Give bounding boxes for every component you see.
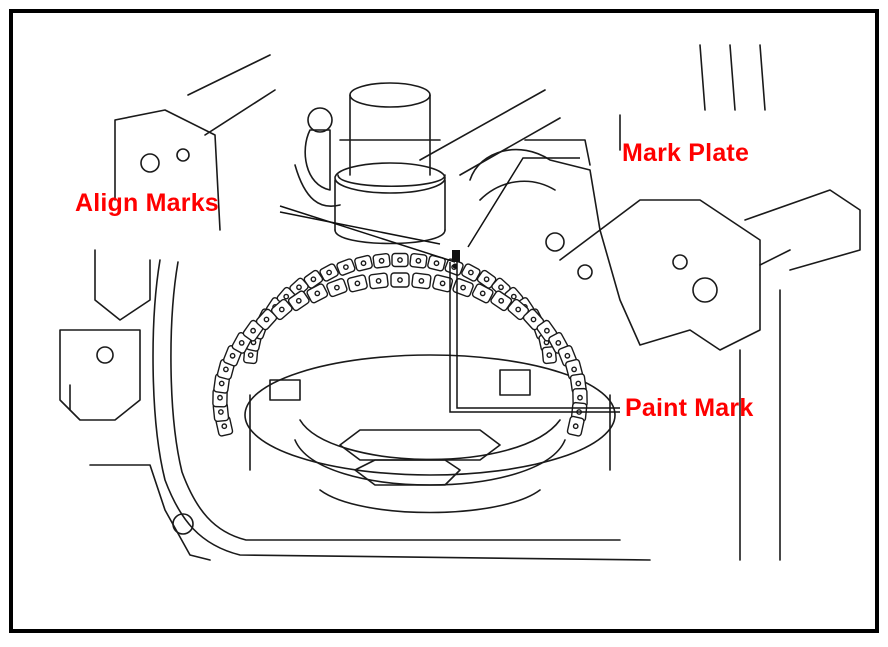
chain-pin — [378, 257, 385, 264]
chain-pin — [515, 306, 522, 313]
chain-pin — [375, 277, 382, 284]
chain-pin — [530, 316, 537, 323]
paint-mark-label: Paint Mark — [625, 394, 754, 422]
chain-pin — [544, 327, 550, 334]
chain-pin — [360, 260, 367, 267]
chain-pin — [263, 316, 270, 323]
chain-pin — [546, 352, 553, 358]
chain-pin — [314, 290, 321, 297]
chain-pin — [247, 352, 254, 358]
chain-pin — [326, 269, 332, 276]
align-marks-label: Align Marks — [75, 189, 219, 217]
chain-pin — [483, 276, 490, 283]
chain-pin — [310, 276, 317, 283]
paint-mark-leader-lower — [449, 262, 620, 413]
chain-pin — [229, 352, 236, 359]
chain-pin — [555, 339, 562, 346]
chain-pin — [577, 394, 583, 401]
chain-pin — [479, 290, 486, 297]
chain-pin — [283, 293, 290, 300]
chain-pin — [217, 409, 224, 415]
chain-pin — [467, 269, 474, 276]
chain-pin — [217, 394, 223, 401]
diagram-frame — [9, 9, 879, 633]
chain-pin — [296, 284, 302, 291]
chain-pin — [238, 339, 245, 346]
chain-pin — [222, 366, 229, 373]
chain-pin — [354, 280, 361, 287]
chain-pin — [397, 277, 403, 283]
mark-plate-icon — [452, 250, 460, 262]
mark-plate-label: Mark Plate — [622, 139, 750, 167]
chain-pin — [333, 284, 340, 291]
chain-pin — [510, 293, 517, 300]
mark-plate-leader — [467, 157, 580, 248]
chain-pin — [397, 257, 403, 263]
chain-pin — [439, 280, 446, 287]
chain-pin — [295, 297, 302, 304]
paint-mark-leader-upper — [456, 262, 620, 409]
chain-pin — [342, 264, 349, 270]
chain-pin — [498, 284, 504, 291]
chain-pin — [572, 423, 579, 430]
engine-line-art — [59, 44, 861, 561]
chain-pin — [460, 284, 466, 291]
timing-chain — [212, 252, 588, 437]
chain-pin — [433, 260, 440, 267]
chain-pin — [218, 380, 225, 387]
chain-pin — [564, 352, 571, 359]
callout-leaders — [279, 157, 620, 413]
chain-pin — [575, 380, 582, 387]
chain-pin — [278, 306, 285, 313]
chain-pin — [498, 297, 505, 304]
chain-pin — [221, 423, 228, 430]
align-marks-leader-lower — [279, 211, 441, 245]
chain-pin — [418, 277, 425, 284]
chain-pin — [571, 366, 577, 373]
chain-pin — [415, 257, 422, 264]
paint-mark-icon — [452, 263, 458, 269]
align-marks-leader-upper — [279, 205, 456, 263]
chain-pin — [250, 327, 257, 334]
